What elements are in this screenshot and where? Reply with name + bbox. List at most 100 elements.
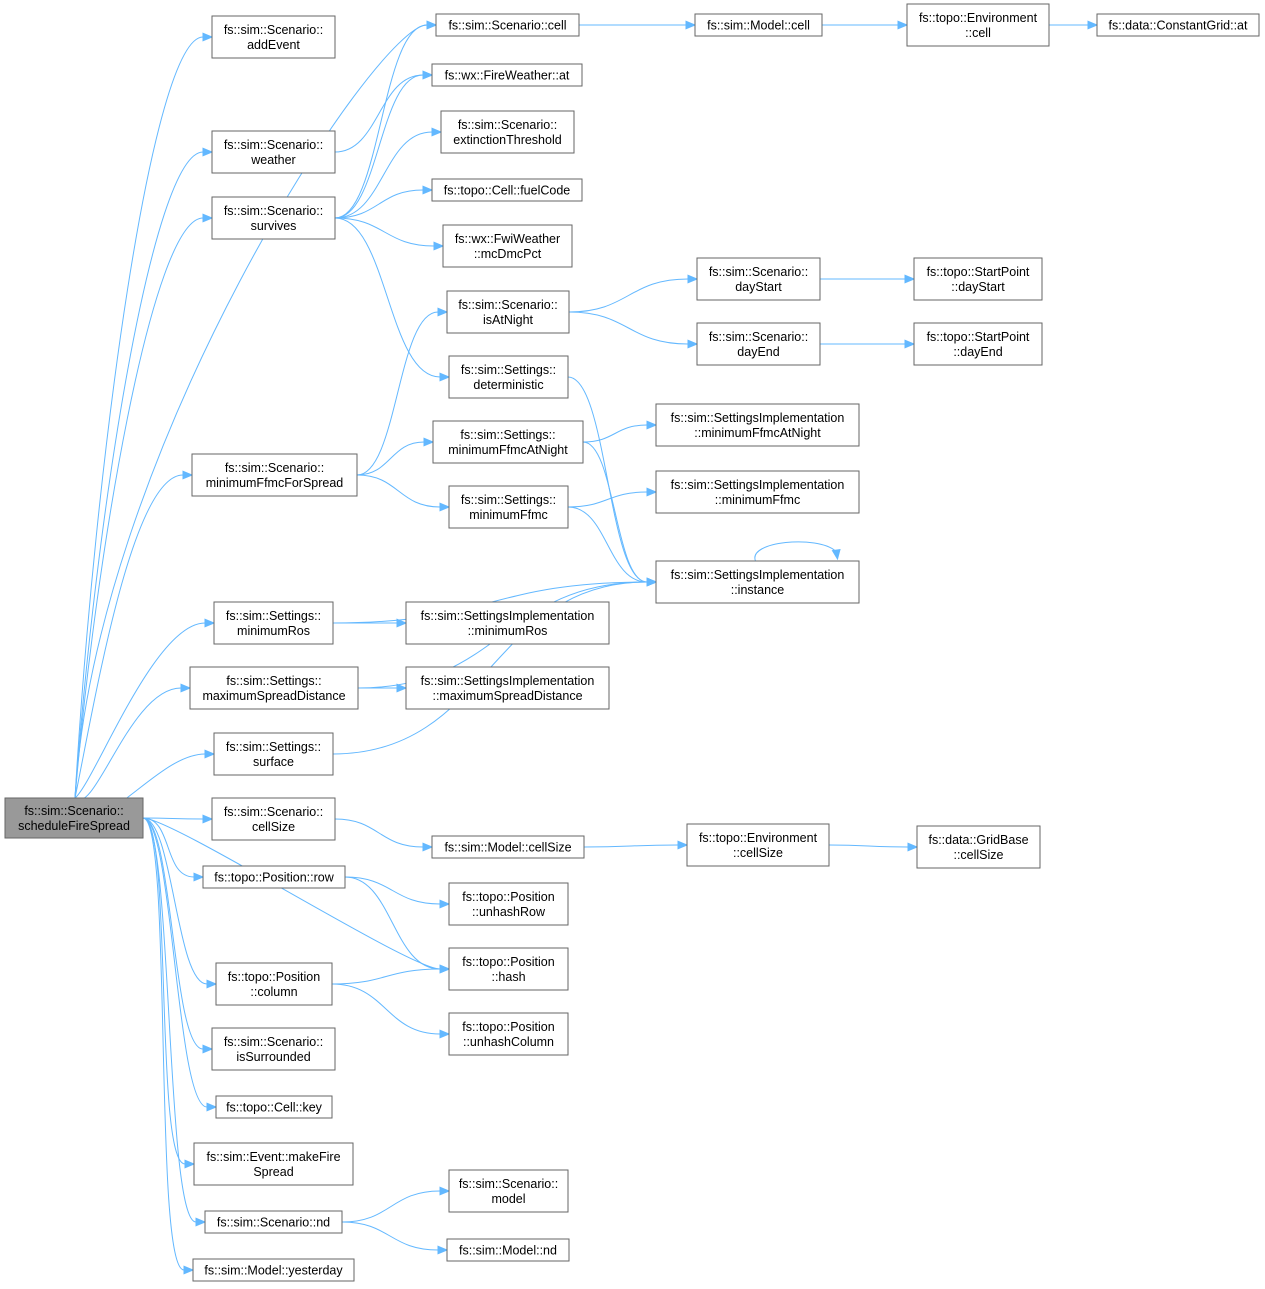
edge-deterministic-to-implInstance (567, 376, 658, 587)
edge-envCellSize-to-gridCellSize (828, 842, 919, 852)
node-fuelCode[interactable]: fs::topo::Cell::fuelCode (431, 178, 583, 202)
node-unhashRow[interactable]: fs::topo::Position::unhashRow (448, 882, 569, 926)
arrowhead-icon (422, 842, 434, 852)
edge-root-to-weather (74, 147, 214, 799)
arrowhead-icon (439, 899, 451, 909)
node-implMinFfmc[interactable]: fs::sim::SettingsImplementation::minimum… (655, 470, 860, 514)
node-modelCellSize[interactable]: fs::sim::Model::cellSize (431, 835, 585, 859)
arrowhead-icon (439, 372, 451, 382)
node-label-line: fs::sim::Settings:: (226, 740, 321, 754)
edge-line (568, 311, 689, 345)
node-fwAt[interactable]: fs::wx::FireWeather::at (431, 63, 583, 87)
edge-line (344, 876, 441, 970)
node-implMinRos[interactable]: fs::sim::SettingsImplementation::minimum… (405, 601, 610, 645)
node-survives[interactable]: fs::sim::Scenario::survives (211, 196, 336, 240)
node-label-line: fs::sim::Scenario::nd (217, 1216, 330, 1230)
node-label-line: fs::sim::Settings:: (460, 428, 555, 442)
node-spDayEnd[interactable]: fs::topo::StartPoint::dayEnd (913, 322, 1043, 366)
arrowhead-icon (433, 241, 445, 251)
node-label-line: maximumSpreadDistance (202, 689, 345, 703)
node-label-line: fs::topo::StartPoint (927, 265, 1030, 279)
arrowhead-icon (431, 127, 443, 137)
node-cellKey[interactable]: fs::topo::Cell::key (215, 1095, 333, 1119)
node-label-line: dayStart (735, 280, 782, 294)
node-implMaxSpread[interactable]: fs::sim::SettingsImplementation::maximum… (405, 666, 610, 710)
arrowhead-icon (437, 307, 449, 317)
node-label-line: fs::sim::Settings:: (461, 493, 556, 507)
node-box (686, 823, 830, 867)
edge-line (74, 24, 428, 799)
node-isSurrounded[interactable]: fs::sim::Scenario::isSurrounded (211, 1027, 336, 1071)
node-label-line: minimumFfmcForSpread (206, 476, 344, 490)
node-envCell[interactable]: fs::topo::Environment::cell (906, 3, 1050, 47)
edge-root-to-modelYesterday (142, 817, 195, 1275)
node-setMaxSpread[interactable]: fs::sim::Settings::maximumSpreadDistance (189, 666, 359, 710)
node-label-line: fs::sim::Scenario:: (224, 805, 323, 819)
node-box (432, 420, 584, 464)
edge-root-to-minFfmcSpread (74, 470, 194, 799)
edge-line (142, 817, 208, 985)
node-envCellSize[interactable]: fs::topo::Environment::cellSize (686, 823, 830, 867)
edge-setMinFfmcNight-to-implMinFfmcNight (582, 420, 658, 443)
node-dayEnd[interactable]: fs::sim::Scenario::dayEnd (696, 322, 821, 366)
node-posColumn[interactable]: fs::topo::Position::column (215, 962, 333, 1006)
node-gridCellSize[interactable]: fs::data::GridBase::cellSize (916, 825, 1041, 869)
node-label-line: ::maximumSpreadDistance (432, 689, 582, 703)
node-setMinFfmcNight[interactable]: fs::sim::Settings::minimumFfmcAtNight (432, 420, 584, 464)
node-label-line: deterministic (473, 378, 543, 392)
node-scnCellSize[interactable]: fs::sim::Scenario::cellSize (211, 797, 336, 841)
node-posRow[interactable]: fs::topo::Position::row (202, 865, 346, 889)
node-scnModel[interactable]: fs::sim::Scenario::model (448, 1169, 569, 1213)
node-scnNd[interactable]: fs::sim::Scenario::nd (204, 1210, 343, 1234)
node-deterministic[interactable]: fs::sim::Settings::deterministic (448, 355, 569, 399)
node-label-line: scheduleFireSpread (18, 819, 130, 833)
node-spDayStart[interactable]: fs::topo::StartPoint::dayStart (913, 257, 1043, 301)
node-setMinRos[interactable]: fs::sim::Settings::minimumRos (213, 601, 334, 645)
node-box (655, 560, 860, 604)
arrowhead-icon (423, 437, 435, 447)
node-label-line: fs::sim::Scenario:: (224, 138, 323, 152)
node-dayStart[interactable]: fs::sim::Scenario::dayStart (696, 257, 821, 301)
node-posHash[interactable]: fs::topo::Position::hash (448, 947, 569, 991)
node-mcDmcPct[interactable]: fs::wx::FwiWeather::mcDmcPct (442, 224, 573, 268)
node-box (446, 290, 570, 334)
node-modelNd[interactable]: fs::sim::Model::nd (446, 1238, 570, 1262)
edge-posColumn-to-unhashColumn (331, 983, 451, 1039)
node-extinction[interactable]: fs::sim::Scenario::extinctionThreshold (440, 110, 575, 154)
node-label-line: surface (253, 755, 294, 769)
edge-minFfmcSpread-to-isAtNight (356, 307, 449, 476)
node-setSurface[interactable]: fs::sim::Settings::surface (213, 732, 334, 776)
node-weather[interactable]: fs::sim::Scenario::weather (211, 130, 336, 174)
edge-line (334, 74, 424, 153)
call-edges (74, 20, 1099, 1275)
edge-survives-to-fuelCode (334, 185, 434, 219)
node-unhashColumn[interactable]: fs::topo::Position::unhashColumn (448, 1012, 569, 1056)
node-implMinFfmcNight[interactable]: fs::sim::SettingsImplementation::minimum… (655, 403, 860, 447)
arrowhead-icon (439, 502, 451, 512)
arrowhead-icon (202, 814, 214, 824)
node-setMinFfmc[interactable]: fs::sim::Settings::minimumFfmc (448, 485, 569, 529)
node-isAtNight[interactable]: fs::sim::Scenario::isAtNight (446, 290, 570, 334)
edge-minFfmcSpread-to-setMinFfmc (356, 474, 451, 512)
node-addEvent[interactable]: fs::sim::Scenario::addEvent (211, 15, 336, 59)
node-label-line: fs::sim::Scenario::cell (448, 19, 566, 33)
node-root[interactable]: fs::sim::Scenario::scheduleFireSpread (4, 797, 144, 839)
node-label-line: ::cellSize (733, 846, 783, 860)
node-label-line: fs::sim::Settings:: (226, 674, 321, 688)
edge-root-to-survives (74, 213, 214, 799)
node-minFfmcSpread[interactable]: fs::sim::Scenario::minimumFfmcForSpread (191, 453, 358, 497)
edge-line (356, 474, 441, 508)
arrowhead-icon (677, 840, 689, 850)
node-modelYesterday[interactable]: fs::sim::Model::yesterday (192, 1258, 355, 1282)
node-label-line: fs::sim::Scenario:: (224, 23, 323, 37)
node-constGridAt[interactable]: fs::data::ConstantGrid::at (1096, 13, 1260, 37)
node-scnCell[interactable]: fs::sim::Scenario::cell (435, 13, 580, 37)
node-label-line: fs::topo::Environment (919, 11, 1038, 25)
node-modelCell[interactable]: fs::sim::Model::cell (694, 13, 823, 37)
node-implInstance[interactable]: fs::sim::SettingsImplementation::instanc… (655, 560, 860, 604)
node-label-line: fs::topo::Cell::fuelCode (444, 184, 571, 198)
node-box (211, 196, 336, 240)
node-label-line: ::instance (731, 583, 785, 597)
